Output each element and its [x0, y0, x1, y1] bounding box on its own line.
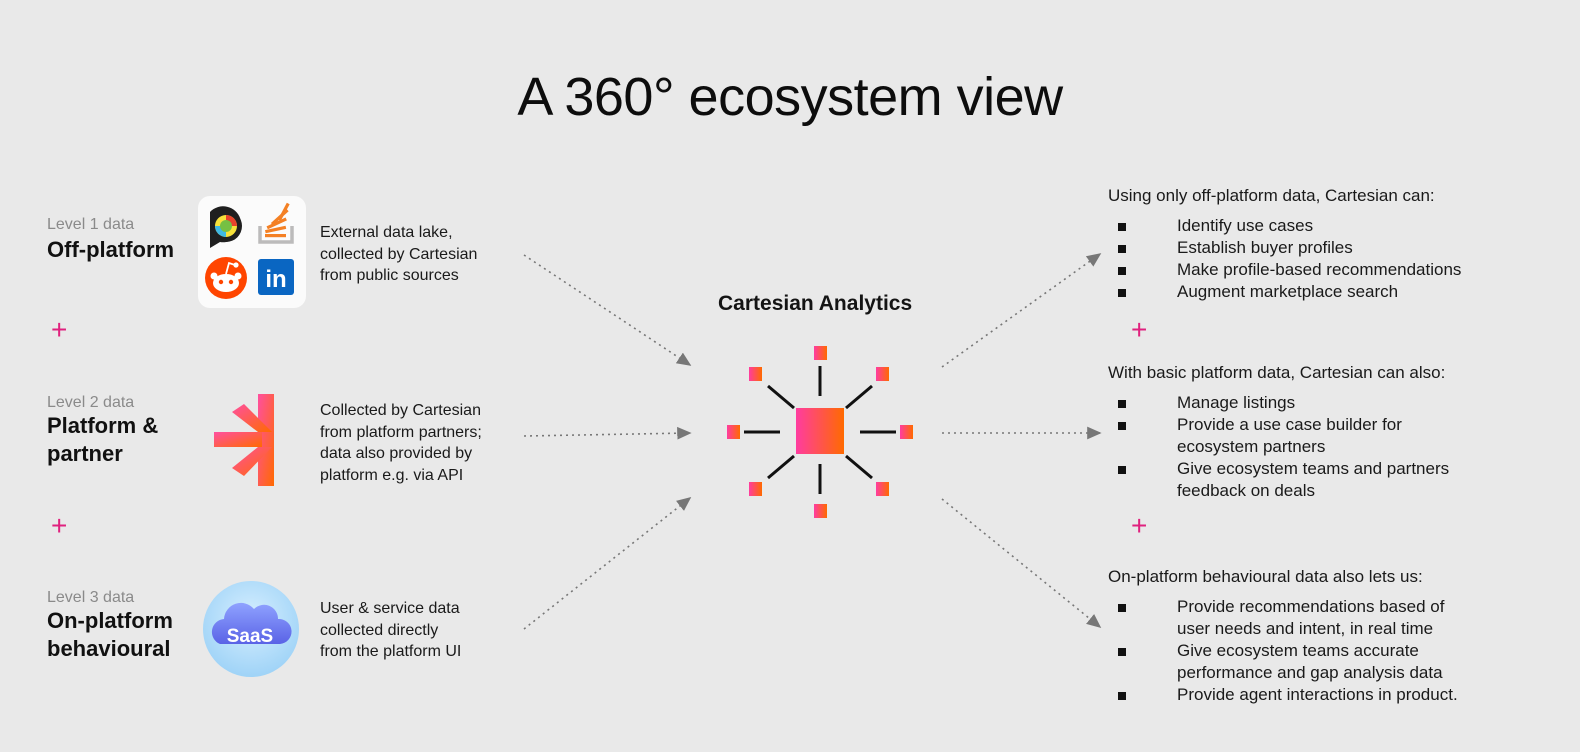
name-line: partner — [47, 441, 123, 466]
outcome-block-3: On-platform behavioural data also lets u… — [1108, 566, 1568, 706]
reddit-icon — [205, 257, 247, 299]
level-1-name: Off-platform — [47, 237, 175, 262]
bullet-icon — [1118, 604, 1126, 612]
center-label: Cartesian Analytics — [718, 292, 913, 315]
bullet-icon — [1118, 692, 1126, 700]
desc-line: Collected by Cartesian — [320, 402, 481, 419]
outcome-list: Identify use cases Establish buyer profi… — [1108, 215, 1568, 303]
saas-cloud-icon: SaaS — [202, 580, 300, 683]
level-3-tag: Level 3 data — [47, 589, 135, 606]
outcome-list: Manage listings Provide a use case build… — [1108, 392, 1568, 502]
list-item: Make profile-based recommendations — [1108, 259, 1568, 281]
plus-separator: + — [1131, 510, 1148, 541]
desc-line: from platform partners; — [320, 423, 482, 441]
stack-overflow-icon — [258, 202, 294, 244]
list-item: Establish buyer profiles — [1108, 237, 1568, 259]
bullet-icon — [1118, 400, 1126, 408]
outcome-block-1: Using only off-platform data, Cartesian … — [1108, 185, 1568, 303]
list-item: Manage listings — [1108, 392, 1568, 414]
level-2-description: Collected by Cartesian from platform par… — [320, 400, 482, 486]
desc-line: from the platform UI — [320, 643, 462, 660]
outcome-block-2: With basic platform data, Cartesian can … — [1108, 362, 1568, 502]
outcome-heading: Using only off-platform data, Cartesian … — [1108, 186, 1435, 205]
arrow-level-1-to-hub — [523, 254, 692, 366]
platform-logo-icon — [214, 394, 278, 491]
arrow-level-2-to-hub — [523, 426, 692, 440]
outcome-heading: On-platform behavioural data also lets u… — [1108, 567, 1423, 586]
plus-separator: + — [1131, 314, 1148, 345]
hub-network-icon — [724, 342, 916, 527]
desc-line: collected by Cartesian — [320, 245, 478, 263]
level-3-description: User & service data collected directly f… — [320, 598, 461, 663]
bullet-icon — [1118, 648, 1126, 656]
desc-line: platform e.g. via API — [320, 466, 464, 484]
list-item: Identify use cases — [1108, 215, 1568, 237]
arrow-hub-to-outcome-3 — [941, 498, 1102, 629]
linkedin-icon: in — [258, 259, 294, 295]
desc-line: collected directly — [320, 621, 439, 639]
plus-separator: + — [51, 314, 68, 345]
level-3-name: On-platform behavioural — [47, 607, 173, 663]
bullet-icon — [1118, 466, 1126, 474]
comment-bubble-icon — [210, 206, 242, 248]
name-line: behavioural — [47, 636, 171, 661]
level-2-name: Platform & partner — [47, 412, 158, 468]
plus-separator: + — [51, 510, 68, 541]
level-2-tag: Level 2 data — [47, 394, 135, 411]
svg-text:in: in — [265, 266, 286, 293]
arrow-level-3-to-hub — [523, 497, 692, 630]
level-1-description: External data lake, collected by Cartesi… — [320, 222, 477, 287]
desc-line: User & service data — [320, 600, 460, 617]
arrow-hub-to-outcome-1 — [941, 253, 1102, 368]
svg-text:SaaS: SaaS — [227, 626, 273, 647]
page-title: A 360° ecosystem view — [517, 67, 1063, 127]
bullet-icon — [1118, 223, 1126, 231]
name-line: Platform & — [47, 413, 159, 438]
bullet-icon — [1118, 267, 1126, 275]
bullet-icon — [1118, 422, 1126, 430]
desc-line: data also provided by — [320, 445, 473, 462]
outcome-heading: With basic platform data, Cartesian can … — [1108, 363, 1446, 382]
name-line: On-platform — [47, 608, 173, 633]
desc-line: from public sources — [320, 267, 459, 284]
level-1-source-icons: in — [198, 196, 306, 308]
desc-line: External data lake, — [320, 224, 453, 241]
list-item: Provide agent interactions in product. — [1108, 684, 1568, 706]
level-1-tag: Level 1 data — [47, 216, 135, 233]
list-item: Augment marketplace search — [1108, 281, 1568, 303]
bullet-icon — [1118, 245, 1126, 253]
bullet-icon — [1118, 289, 1126, 297]
